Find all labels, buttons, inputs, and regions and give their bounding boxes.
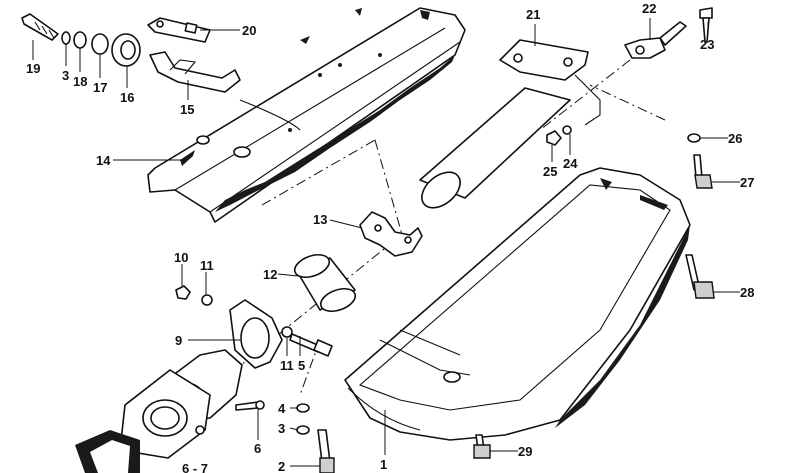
- callout-19: 19: [26, 61, 40, 76]
- bolt-part-5: [289, 333, 333, 357]
- callout-10: 10: [174, 250, 188, 265]
- callout-12: 12: [263, 267, 277, 282]
- callout-4: 4: [278, 401, 286, 416]
- screw-part-29: [473, 434, 491, 459]
- clamp-part-13: [359, 211, 423, 257]
- grommet-part-16: [111, 33, 141, 67]
- callout-15: 15: [180, 102, 194, 117]
- nut-part-10: [175, 285, 191, 300]
- callout-28: 28: [740, 285, 754, 300]
- callout-3-upper: 3: [62, 68, 69, 83]
- callout-27: 27: [740, 175, 754, 190]
- callout-13: 13: [313, 212, 327, 227]
- nut-part-25: [546, 130, 562, 146]
- trim-ring: [75, 430, 140, 473]
- callout-26: 26: [728, 131, 742, 146]
- upper-shroud-part-14: [147, 7, 466, 223]
- callout-3-lower: 3: [278, 421, 285, 436]
- callout-20: 20: [242, 23, 256, 38]
- bolt-part-19: [21, 13, 59, 41]
- washer-part-26: [687, 133, 701, 143]
- lock-housing-part-9: [229, 299, 283, 369]
- washer-part-3-upper: [61, 31, 71, 45]
- callout-18: 18: [73, 74, 87, 89]
- washer-part-24: [562, 125, 572, 135]
- callout-2: 2: [278, 459, 285, 473]
- washer-part-11-lower: [281, 326, 293, 338]
- washer-part-4: [296, 403, 310, 413]
- bracket-part-15: [149, 51, 241, 93]
- callout-24: 24: [563, 156, 578, 171]
- lower-shroud-part-1: [344, 167, 691, 441]
- leader-lines: [32, 18, 740, 467]
- washer-part-18: [73, 31, 87, 49]
- callout-6: 6: [254, 441, 261, 456]
- bushing-part-17: [91, 33, 109, 55]
- bracket-part-22: [624, 21, 687, 59]
- ignition-housing: [119, 349, 243, 459]
- callout-1: 1: [380, 457, 387, 472]
- nut-plate-part-20: [147, 17, 211, 43]
- callout-9: 9: [175, 333, 182, 348]
- washer-part-3-lower: [296, 425, 310, 435]
- callout-21: 21: [526, 7, 540, 22]
- screw-part-6: [235, 400, 265, 411]
- screw-part-28: [685, 254, 715, 299]
- washer-part-11-upper: [201, 294, 213, 306]
- bolt-part-2: [317, 429, 335, 473]
- callout-23: 23: [700, 37, 714, 52]
- callout-16: 16: [120, 90, 134, 105]
- callout-25: 25: [543, 164, 557, 179]
- callout-5: 5: [298, 358, 305, 373]
- callout-6-7: 6 - 7: [182, 461, 208, 473]
- callout-22: 22: [642, 1, 656, 16]
- callout-11-lower: 11: [280, 358, 294, 373]
- callout-14: 14: [96, 153, 111, 168]
- callout-29: 29: [518, 444, 532, 459]
- screw-part-27: [693, 154, 713, 189]
- mounting-tube-part-21: [419, 39, 601, 209]
- callout-labels: 19 3 18 17 16 15 20 14 21 22 23 24 25 26…: [26, 1, 754, 473]
- sleeve-part-12: [293, 253, 357, 313]
- callout-17: 17: [93, 80, 107, 95]
- callout-11-upper: 11: [200, 258, 214, 273]
